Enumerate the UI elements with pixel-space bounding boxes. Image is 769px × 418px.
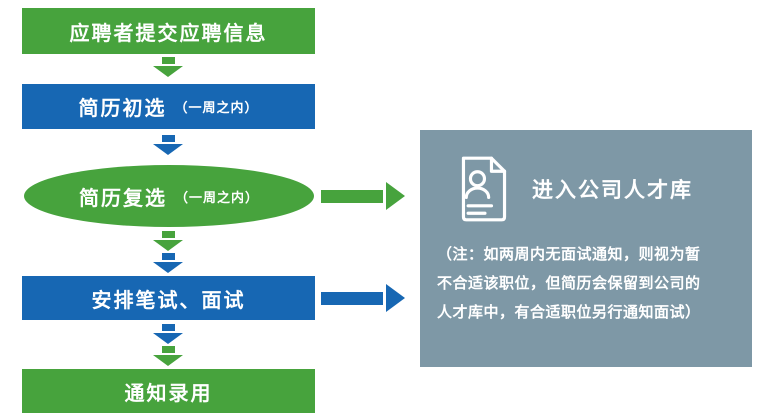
arrow-stem bbox=[321, 291, 383, 305]
arrow-head bbox=[386, 284, 405, 312]
talent-pool-note-line-1: （注：如两周内无面试通知，则视为暂 bbox=[437, 246, 701, 263]
step-arrange-test-interview-label: 安排笔试、面试 bbox=[91, 289, 246, 312]
arrow-head bbox=[153, 66, 183, 77]
talent-pool-title: 进入公司人才库 bbox=[532, 179, 693, 202]
resume-document-icon bbox=[461, 156, 507, 222]
talent-pool-note-line-2: 不合适该职位，但简历会保留到公司的 bbox=[437, 275, 701, 292]
step-applicant-submit-label: 应聘者提交应聘信息 bbox=[69, 22, 268, 45]
step-resume-initial-screening-label: 简历初选 bbox=[78, 98, 167, 120]
arrow-stem bbox=[321, 189, 383, 203]
talent-pool-note: （注：如两周内无面试通知，则视为暂 不合适该职位，但简历会保留到公司的 人才库中… bbox=[437, 240, 737, 327]
arrow-stem bbox=[161, 231, 175, 238]
arrow-stem bbox=[161, 253, 175, 260]
arrow-head bbox=[153, 355, 183, 366]
arrow-down-icon bbox=[153, 324, 183, 344]
arrow-head bbox=[153, 333, 183, 344]
step-resume-second-screening-label: 简历复选 bbox=[78, 187, 167, 210]
step-resume-initial-screening: 简历初选 （一周之内） bbox=[22, 84, 315, 129]
step-resume-second-screening-duration: （一周之内） bbox=[174, 189, 259, 205]
arrow-down-icon bbox=[153, 57, 183, 77]
arrow-stem bbox=[161, 324, 175, 331]
step-resume-initial-screening-duration: （一周之内） bbox=[174, 100, 259, 115]
arrow-down-icon bbox=[153, 253, 183, 273]
arrow-stem bbox=[161, 346, 175, 353]
arrow-stem bbox=[161, 135, 175, 142]
step-resume-second-screening: 简历复选 （一周之内） bbox=[24, 165, 314, 227]
arrow-head bbox=[153, 144, 183, 155]
arrow-right-icon bbox=[321, 182, 405, 210]
arrow-head bbox=[153, 262, 183, 273]
step-offer-notification: 通知录用 bbox=[22, 369, 315, 413]
step-arrange-test-interview: 安排笔试、面试 bbox=[22, 276, 315, 320]
arrow-down-icon bbox=[153, 231, 183, 251]
arrow-stem bbox=[161, 57, 175, 64]
arrow-down-icon bbox=[153, 135, 183, 155]
arrow-down-icon bbox=[153, 346, 183, 366]
step-offer-notification-label: 通知录用 bbox=[124, 382, 213, 405]
step-applicant-submit: 应聘者提交应聘信息 bbox=[22, 8, 315, 54]
talent-pool-panel: 进入公司人才库 （注：如两周内无面试通知，则视为暂 不合适该职位，但简历会保留到… bbox=[420, 130, 752, 367]
arrow-head bbox=[153, 240, 183, 251]
arrow-head bbox=[386, 182, 405, 210]
talent-pool-note-line-3: 人才库中，有合适职位另行通知面试） bbox=[437, 304, 701, 321]
talent-pool-panel-header: 进入公司人才库 bbox=[420, 130, 752, 224]
arrow-right-icon bbox=[321, 284, 405, 312]
